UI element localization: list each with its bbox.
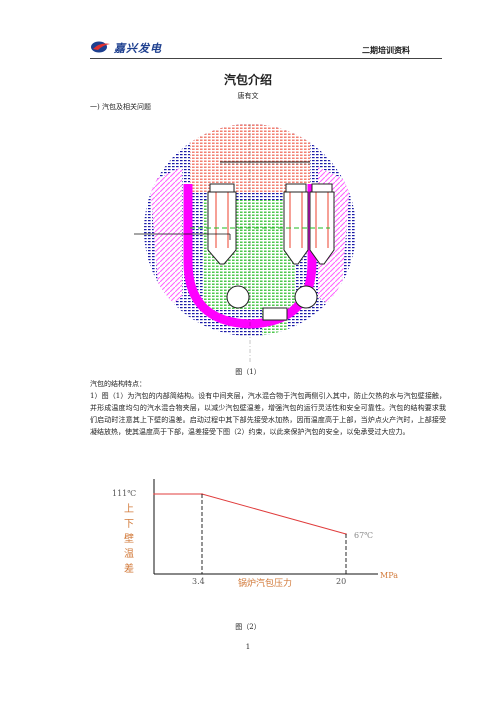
y-axis-label-char: 壁 bbox=[124, 532, 134, 545]
figure-2-caption: 图（2） bbox=[235, 623, 261, 631]
series-line bbox=[154, 493, 347, 535]
y-axis-label-char: 上 bbox=[124, 503, 134, 515]
y-axis-label-char: 差 bbox=[124, 562, 134, 575]
x-tick-label-1: 3.4 bbox=[192, 577, 205, 586]
drum-cross-section-figure bbox=[134, 124, 356, 362]
figure-1-caption: 图（1） bbox=[235, 368, 261, 376]
header-divider bbox=[90, 58, 442, 59]
x-tick-label-2: 20 bbox=[336, 577, 346, 586]
start-temp-label: 111℃ bbox=[112, 489, 136, 498]
y-axis-label-char: 下 bbox=[124, 519, 134, 530]
x-axis-label: 锅炉汽包压力 bbox=[238, 577, 292, 589]
document-label: 二期培训资料 bbox=[362, 46, 410, 55]
y-axis-label-char: 温 bbox=[124, 548, 134, 560]
end-temp-label: 67℃ bbox=[354, 531, 373, 540]
structure-paragraph: 1）图（1）为汽包的内部简结构。设有中间夹层，汽水混合物于汽包两侧引入其中，防止… bbox=[90, 392, 446, 436]
x-unit-label: MPa bbox=[380, 571, 398, 580]
author: 唐有文 bbox=[237, 92, 259, 100]
company-logo-text: 嘉兴发电 bbox=[114, 42, 162, 55]
company-logo-icon bbox=[91, 41, 110, 53]
data-point bbox=[153, 493, 155, 495]
section-heading: 一) 汽包及相关问题 bbox=[90, 103, 151, 111]
page-title: 汽包介绍 bbox=[223, 73, 272, 87]
structure-heading: 汽包的结构特点： bbox=[90, 380, 146, 388]
page-number: 1 bbox=[245, 643, 251, 651]
